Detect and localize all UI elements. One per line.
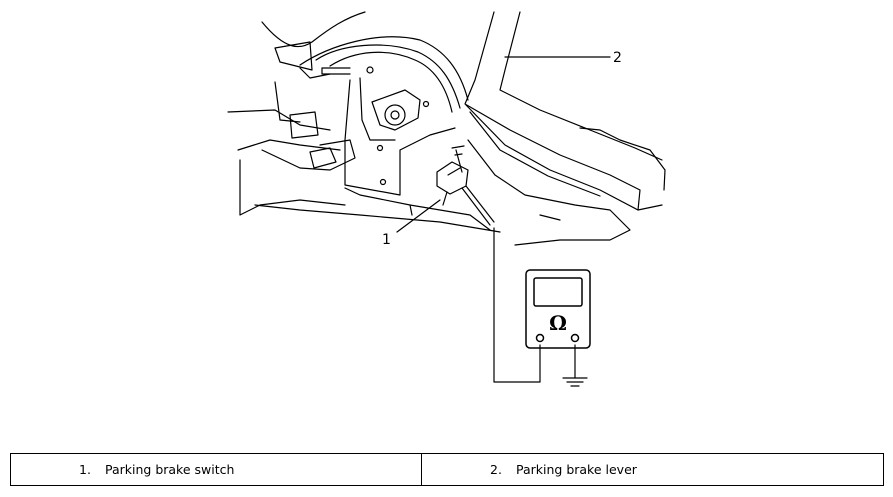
console-outline [579, 127, 666, 191]
ohm-symbol: Ω [549, 311, 567, 335]
arched-bracket [315, 44, 461, 109]
bracket-outline [261, 11, 366, 48]
legend-label: Parking brake switch [105, 462, 235, 477]
parts-legend-table: 1. Parking brake switch 2. Parking brake l… [10, 453, 884, 486]
mounting-bolt [384, 104, 406, 126]
table-row: 1. Parking brake switch 2. Parking brake l… [10, 453, 884, 486]
floor-panel [254, 204, 501, 233]
linkage [289, 111, 319, 139]
linkage [227, 109, 331, 131]
parking-brake-lever [465, 104, 663, 211]
meter-probe-wire [493, 227, 541, 383]
bracket-body [344, 79, 456, 196]
parking-brake-switch-diagram: Ω 1 2 [227, 11, 666, 387]
ground-symbol [562, 377, 588, 387]
callout-1-leader [396, 199, 441, 233]
ohmmeter [525, 269, 591, 349]
bracket-body [359, 77, 396, 141]
mounting-hole [366, 66, 374, 74]
linkage [309, 147, 337, 169]
linkage [274, 81, 301, 123]
parking-brake-lever [464, 11, 641, 211]
parking-brake-lever [499, 11, 663, 161]
console-outline [539, 214, 561, 221]
shaft [321, 67, 351, 75]
mounting-hole [379, 178, 387, 186]
callout-2-number: 2 [613, 50, 622, 66]
arched-bracket [299, 36, 469, 101]
switch-wire [461, 185, 495, 226]
legend-cell: 1. Parking brake switch [10, 453, 422, 486]
callout-1-number: 1 [382, 232, 391, 248]
mounting-bolt [390, 110, 400, 120]
floor-panel [409, 204, 413, 216]
console-outline [467, 139, 631, 246]
mounting-hole [376, 144, 384, 152]
bracket-body [371, 89, 421, 131]
legend-number: 1. [79, 462, 91, 477]
bracket-outline [299, 67, 331, 79]
legend-label: Parking brake lever [516, 462, 637, 477]
ohmmeter-body [525, 269, 591, 349]
parking-brake-lever [469, 111, 601, 197]
linkage [237, 139, 341, 151]
arched-bracket [329, 51, 453, 113]
ohmmeter-terminal [570, 333, 580, 343]
parking-brake-switch [447, 167, 461, 176]
linkage [261, 139, 356, 171]
legend-cell: 2. Parking brake lever [421, 453, 884, 486]
switch-screw [451, 145, 465, 173]
bracket-outline [274, 41, 313, 71]
switch-connector [442, 191, 448, 206]
ohmmeter-terminal [535, 333, 545, 343]
mounting-hole [422, 100, 430, 108]
ohmmeter-display [533, 277, 583, 307]
legend-number: 2. [490, 462, 502, 477]
linkage [239, 159, 346, 216]
floor-panel [344, 187, 491, 231]
